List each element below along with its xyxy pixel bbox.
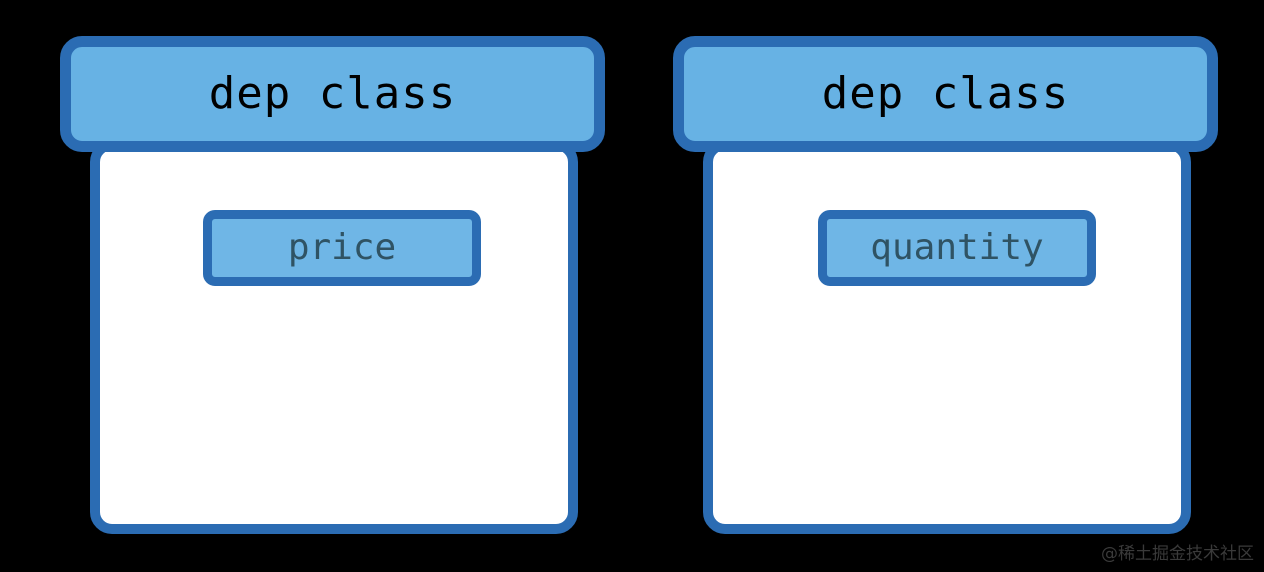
class-card-title: dep class: [208, 68, 457, 119]
class-card-body: quantity: [703, 140, 1191, 534]
watermark-text: @稀土掘金技术社区: [1101, 544, 1254, 564]
class-card-body: price: [90, 140, 578, 534]
attribute-chip-label: price: [287, 227, 397, 268]
attribute-chip-label: quantity: [870, 227, 1044, 268]
class-card-header[interactable]: dep class: [673, 36, 1218, 152]
class-card-dep-quantity: quantity dep class: [613, 0, 1253, 572]
attribute-chip-price[interactable]: price: [203, 210, 481, 286]
class-card-header[interactable]: dep class: [60, 36, 605, 152]
class-card-dep-price: price dep class: [60, 36, 605, 534]
attribute-chip-quantity[interactable]: quantity: [818, 210, 1096, 286]
class-card-title: dep class: [821, 68, 1070, 119]
